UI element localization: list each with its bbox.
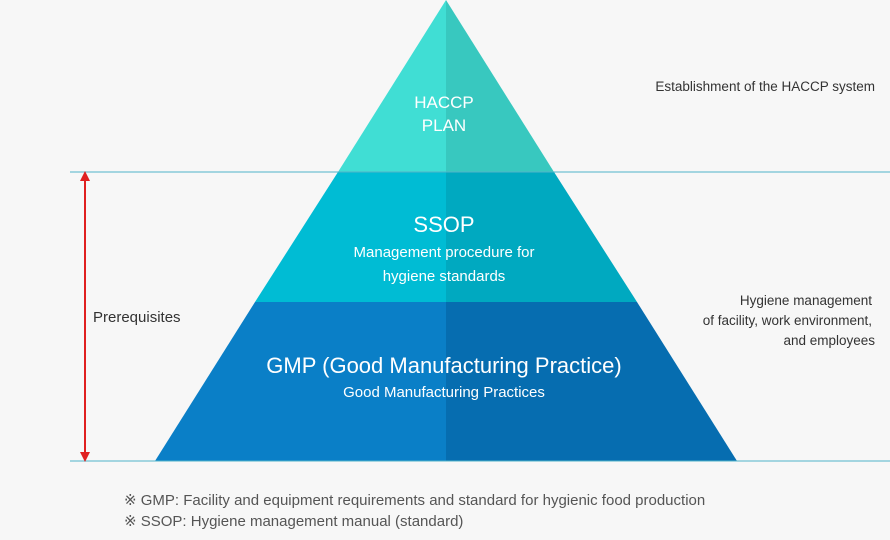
haccp-label-line2: PLAN xyxy=(422,116,466,135)
ssop-footnote: ※ SSOP: Hygiene management manual (stand… xyxy=(124,513,463,530)
hygiene-label-line2: of facility, work environment, xyxy=(703,313,872,328)
gmp-footnote: ※ GMP: Facility and equipment requiremen… xyxy=(124,492,705,509)
pyramid-tier-haccp-left xyxy=(338,0,446,172)
pyramid-tier-gmp-right xyxy=(446,302,737,461)
pyramid-tier-ssop-right xyxy=(446,172,637,302)
ssop-title: SSOP xyxy=(413,212,474,237)
haccp-label-line1: HACCP xyxy=(414,93,474,112)
gmp-title: GMP (Good Manufacturing Practice) xyxy=(266,353,621,378)
pyramid-tier-ssop-left xyxy=(255,172,446,302)
ssop-desc-line1: Management procedure for xyxy=(354,244,535,261)
pyramid-tier-haccp-right xyxy=(446,0,554,172)
gmp-subtitle: Good Manufacturing Practices xyxy=(343,384,545,401)
pyramid-tier-gmp-left xyxy=(155,302,446,461)
hygiene-label-line1: Hygiene management xyxy=(740,293,872,308)
hygiene-label-line3: and employees xyxy=(783,333,875,348)
establishment-label: Establishment of the HACCP system xyxy=(655,79,875,94)
ssop-desc-line2: hygiene standards xyxy=(383,268,506,285)
prerequisites-label: Prerequisites xyxy=(93,309,181,326)
